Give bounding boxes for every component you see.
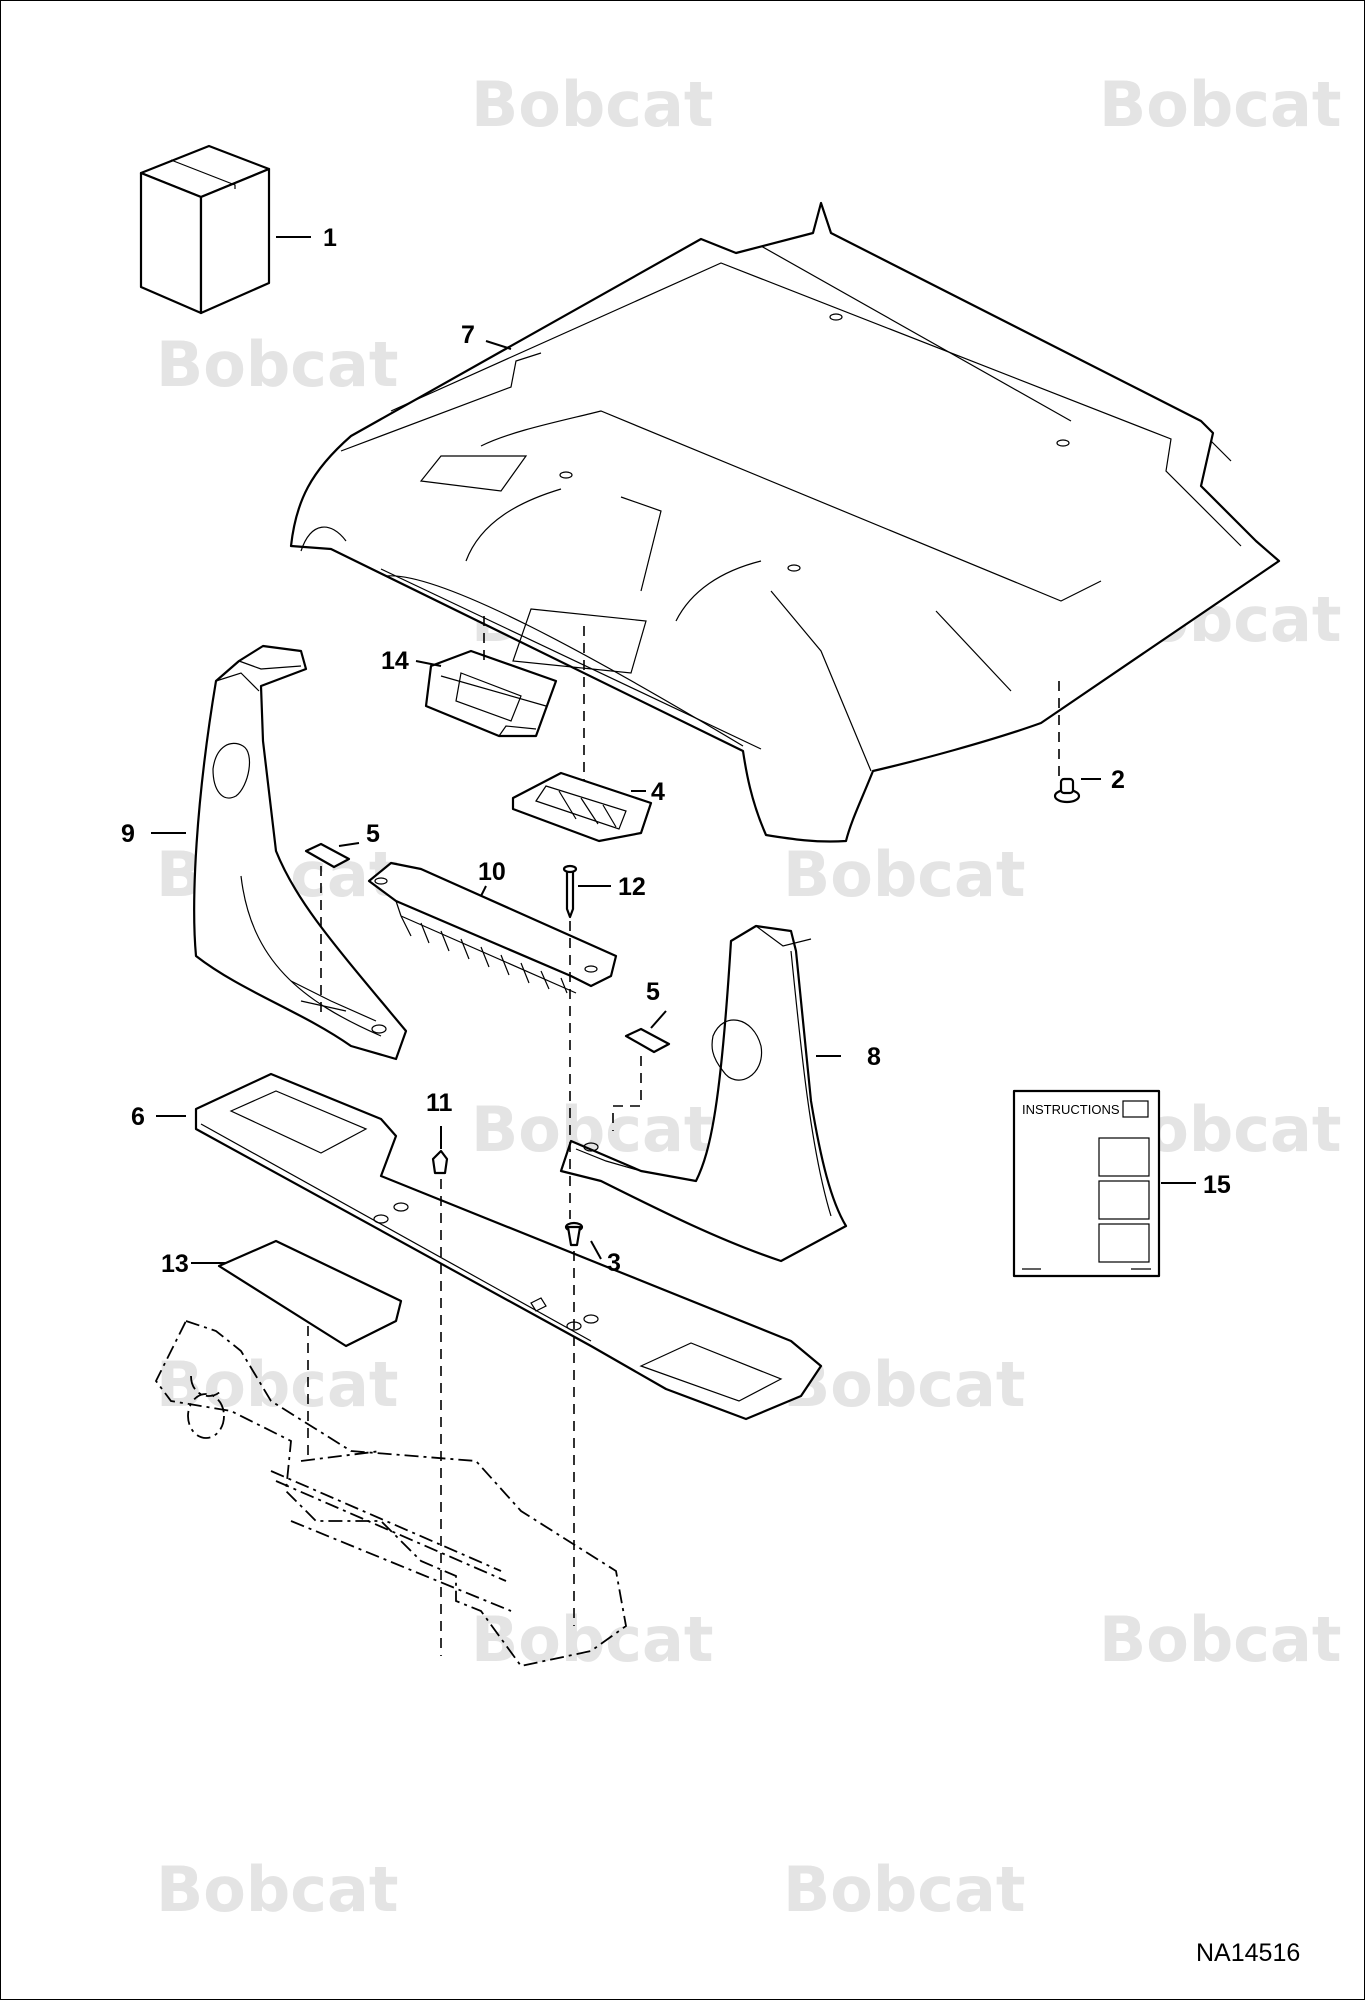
watermark-text: Bobcat xyxy=(1099,1603,1341,1676)
watermark-text: Bobcat xyxy=(1099,68,1341,141)
watermark: Bobcat xyxy=(156,1348,398,1421)
part-kit-box xyxy=(139,144,271,315)
watermark: Bobcat xyxy=(1099,1603,1341,1676)
watermark: Bobcat xyxy=(783,838,1025,911)
callout-5-right: 5 xyxy=(646,978,660,1006)
part-rivet xyxy=(564,1221,584,1247)
leader-lines xyxy=(151,236,1196,1264)
part-vent-duct xyxy=(367,861,618,994)
drawing-id: NA14516 xyxy=(1196,1939,1300,1967)
watermark: Bobcat xyxy=(783,1348,1025,1421)
mating-structure-phantom xyxy=(154,1319,627,1668)
callout-2: 2 xyxy=(1111,766,1125,794)
part-vent-grille xyxy=(511,771,653,843)
watermark: Bobcat xyxy=(783,1853,1025,1926)
watermark-text: Bobcat xyxy=(156,1348,398,1421)
watermark-text: Bobcat xyxy=(783,1348,1025,1421)
callout-15: 15 xyxy=(1203,1171,1231,1199)
callout-1: 1 xyxy=(323,224,337,252)
part-screw xyxy=(562,864,578,919)
part-right-pillar-trim xyxy=(559,924,848,1263)
callout-4: 4 xyxy=(651,778,665,806)
part-trim-clip xyxy=(624,1027,671,1054)
watermark-text: Bobcat xyxy=(783,838,1025,911)
part-clip xyxy=(1053,777,1081,804)
callout-11: 11 xyxy=(426,1089,453,1117)
part-left-pillar-trim xyxy=(193,644,408,1061)
callouts: 1 2 3 4 5 5 6 7 8 9 10 11 12 13 14 15 xyxy=(121,224,1231,1278)
callout-3: 3 xyxy=(607,1249,621,1277)
callout-7: 7 xyxy=(461,321,475,349)
part-trim-clip xyxy=(304,842,351,869)
watermark-text: Bobcat xyxy=(471,68,713,141)
callout-13: 13 xyxy=(161,1250,189,1278)
watermark: Bobcat xyxy=(471,68,713,141)
watermark: Bobcat xyxy=(471,1603,713,1676)
watermark: Bobcat xyxy=(156,328,398,401)
callout-14: 14 xyxy=(381,647,409,675)
part-push-clip xyxy=(431,1149,449,1175)
instructions-card: INSTRUCTIONS xyxy=(1012,1089,1161,1278)
part-headliner xyxy=(289,201,1281,843)
watermark-text: Bobcat xyxy=(783,1853,1025,1926)
watermark-text: Bobcat xyxy=(156,1853,398,1926)
callout-8: 8 xyxy=(867,1043,881,1071)
callout-9: 9 xyxy=(121,820,135,848)
part-dome-light xyxy=(424,649,558,738)
part-pad xyxy=(217,1239,403,1348)
watermark-text: Bobcat xyxy=(471,1603,713,1676)
part-floor-sill xyxy=(194,1072,823,1421)
callout-6: 6 xyxy=(131,1103,145,1131)
assembly-lines xyxy=(307,616,1060,1656)
callout-12: 12 xyxy=(618,873,646,901)
instructions-label: INSTRUCTIONS xyxy=(1022,1102,1120,1117)
watermark: Bobcat xyxy=(156,1853,398,1926)
watermark: Bobcat xyxy=(1099,68,1341,141)
watermark-text: Bobcat xyxy=(156,328,398,401)
callout-5-left: 5 xyxy=(366,820,380,848)
callout-10: 10 xyxy=(478,858,506,886)
